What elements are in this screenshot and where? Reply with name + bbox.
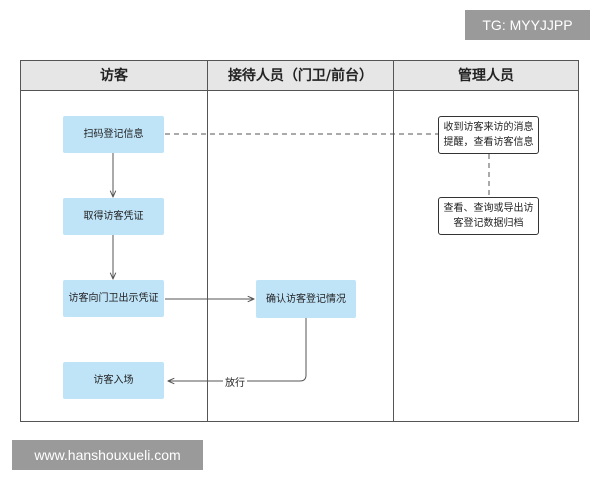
node-visitor-enter-label: 访客入场: [93, 375, 134, 386]
lane-divider-1: [207, 61, 208, 421]
node-notify-view-label: 收到访客来访的消息提醒，查看访客信息: [443, 122, 534, 148]
node-export-archive: 查看、查询或导出访客登记数据归档: [438, 197, 539, 235]
node-show-credential-label: 访客向门卫出示凭证: [68, 293, 159, 304]
watermark-top: TG: MYYJJPP: [465, 10, 590, 40]
node-get-credential-label: 取得访客凭证: [83, 211, 144, 222]
node-show-credential: 访客向门卫出示凭证: [63, 280, 164, 317]
node-scan-register-label: 扫码登记信息: [83, 129, 144, 140]
swimlane-frame: [20, 60, 579, 422]
node-confirm-registration: 确认访客登记情况: [256, 280, 356, 318]
lane-title-reception: 接待人员（门卫/前台）: [227, 68, 374, 84]
node-notify-view: 收到访客来访的消息提醒，查看访客信息: [438, 116, 539, 154]
node-visitor-enter: 访客入场: [63, 362, 164, 399]
node-scan-register: 扫码登记信息: [63, 116, 164, 153]
lane-title-manager: 管理人员: [458, 68, 514, 84]
edge-label-release: 放行: [223, 374, 247, 389]
watermark-bottom: www.hanshouxueli.com: [12, 440, 203, 470]
lane-divider-2: [393, 61, 394, 421]
node-confirm-registration-label: 确认访客登记情况: [266, 293, 346, 305]
swimlane-header-row: [21, 61, 578, 91]
lane-title-visitor: 访客: [100, 68, 128, 84]
node-get-credential: 取得访客凭证: [63, 198, 164, 235]
node-export-archive-label: 查看、查询或导出访客登记数据归档: [443, 203, 534, 229]
